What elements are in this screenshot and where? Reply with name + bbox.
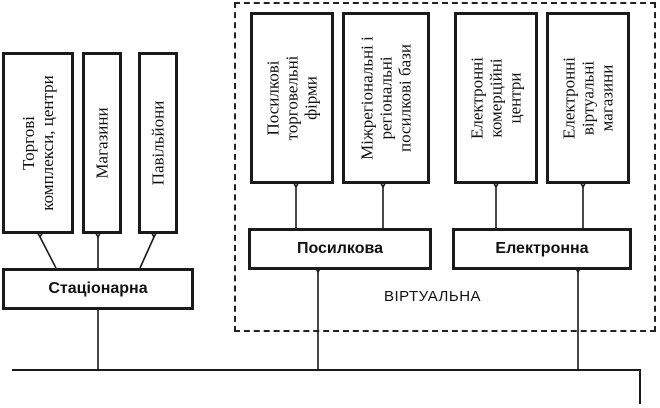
stationary-child-pavilions: Павільйони xyxy=(138,52,178,234)
electronic-child-label: Електронні комерційні центри xyxy=(467,56,525,140)
virtual-group-label: ВІРТУАЛЬНА xyxy=(384,288,482,305)
arrow-stationary-3 xyxy=(139,237,154,269)
mail-child-regional-bases: Міжрегіональні і регіональні посилкові б… xyxy=(342,12,430,184)
mail-box: Посилкова xyxy=(248,228,432,270)
electronic-box: Електронна xyxy=(452,228,632,270)
stationary-child-stores: Магазини xyxy=(82,52,122,234)
stationary-child-shopping-centers: Торгові комплекси, центри xyxy=(2,52,74,234)
stationary-child-label: Павільйони xyxy=(148,100,168,186)
electronic-child-virtual-stores: Електронні віртуальні магазини xyxy=(546,12,630,184)
base-line xyxy=(12,369,641,404)
virtual-group-frame xyxy=(234,2,656,332)
mail-child-mail-order-firms: Посилкові торговельні фірми xyxy=(250,12,334,184)
mail-child-label: Міжрегіональні і регіональні посилкові б… xyxy=(357,36,415,160)
stationary-box: Стаціонарна xyxy=(2,268,194,310)
arrow-stationary-1 xyxy=(40,237,57,269)
stationary-child-label: Магазини xyxy=(92,107,112,179)
electronic-child-label: Електронні віртуальні магазини xyxy=(559,56,617,140)
stationary-child-label: Торгові комплекси, центри xyxy=(19,75,57,211)
mail-child-label: Посилкові торговельні фірми xyxy=(263,55,321,141)
electronic-child-commerce-centers: Електронні комерційні центри xyxy=(454,12,538,184)
